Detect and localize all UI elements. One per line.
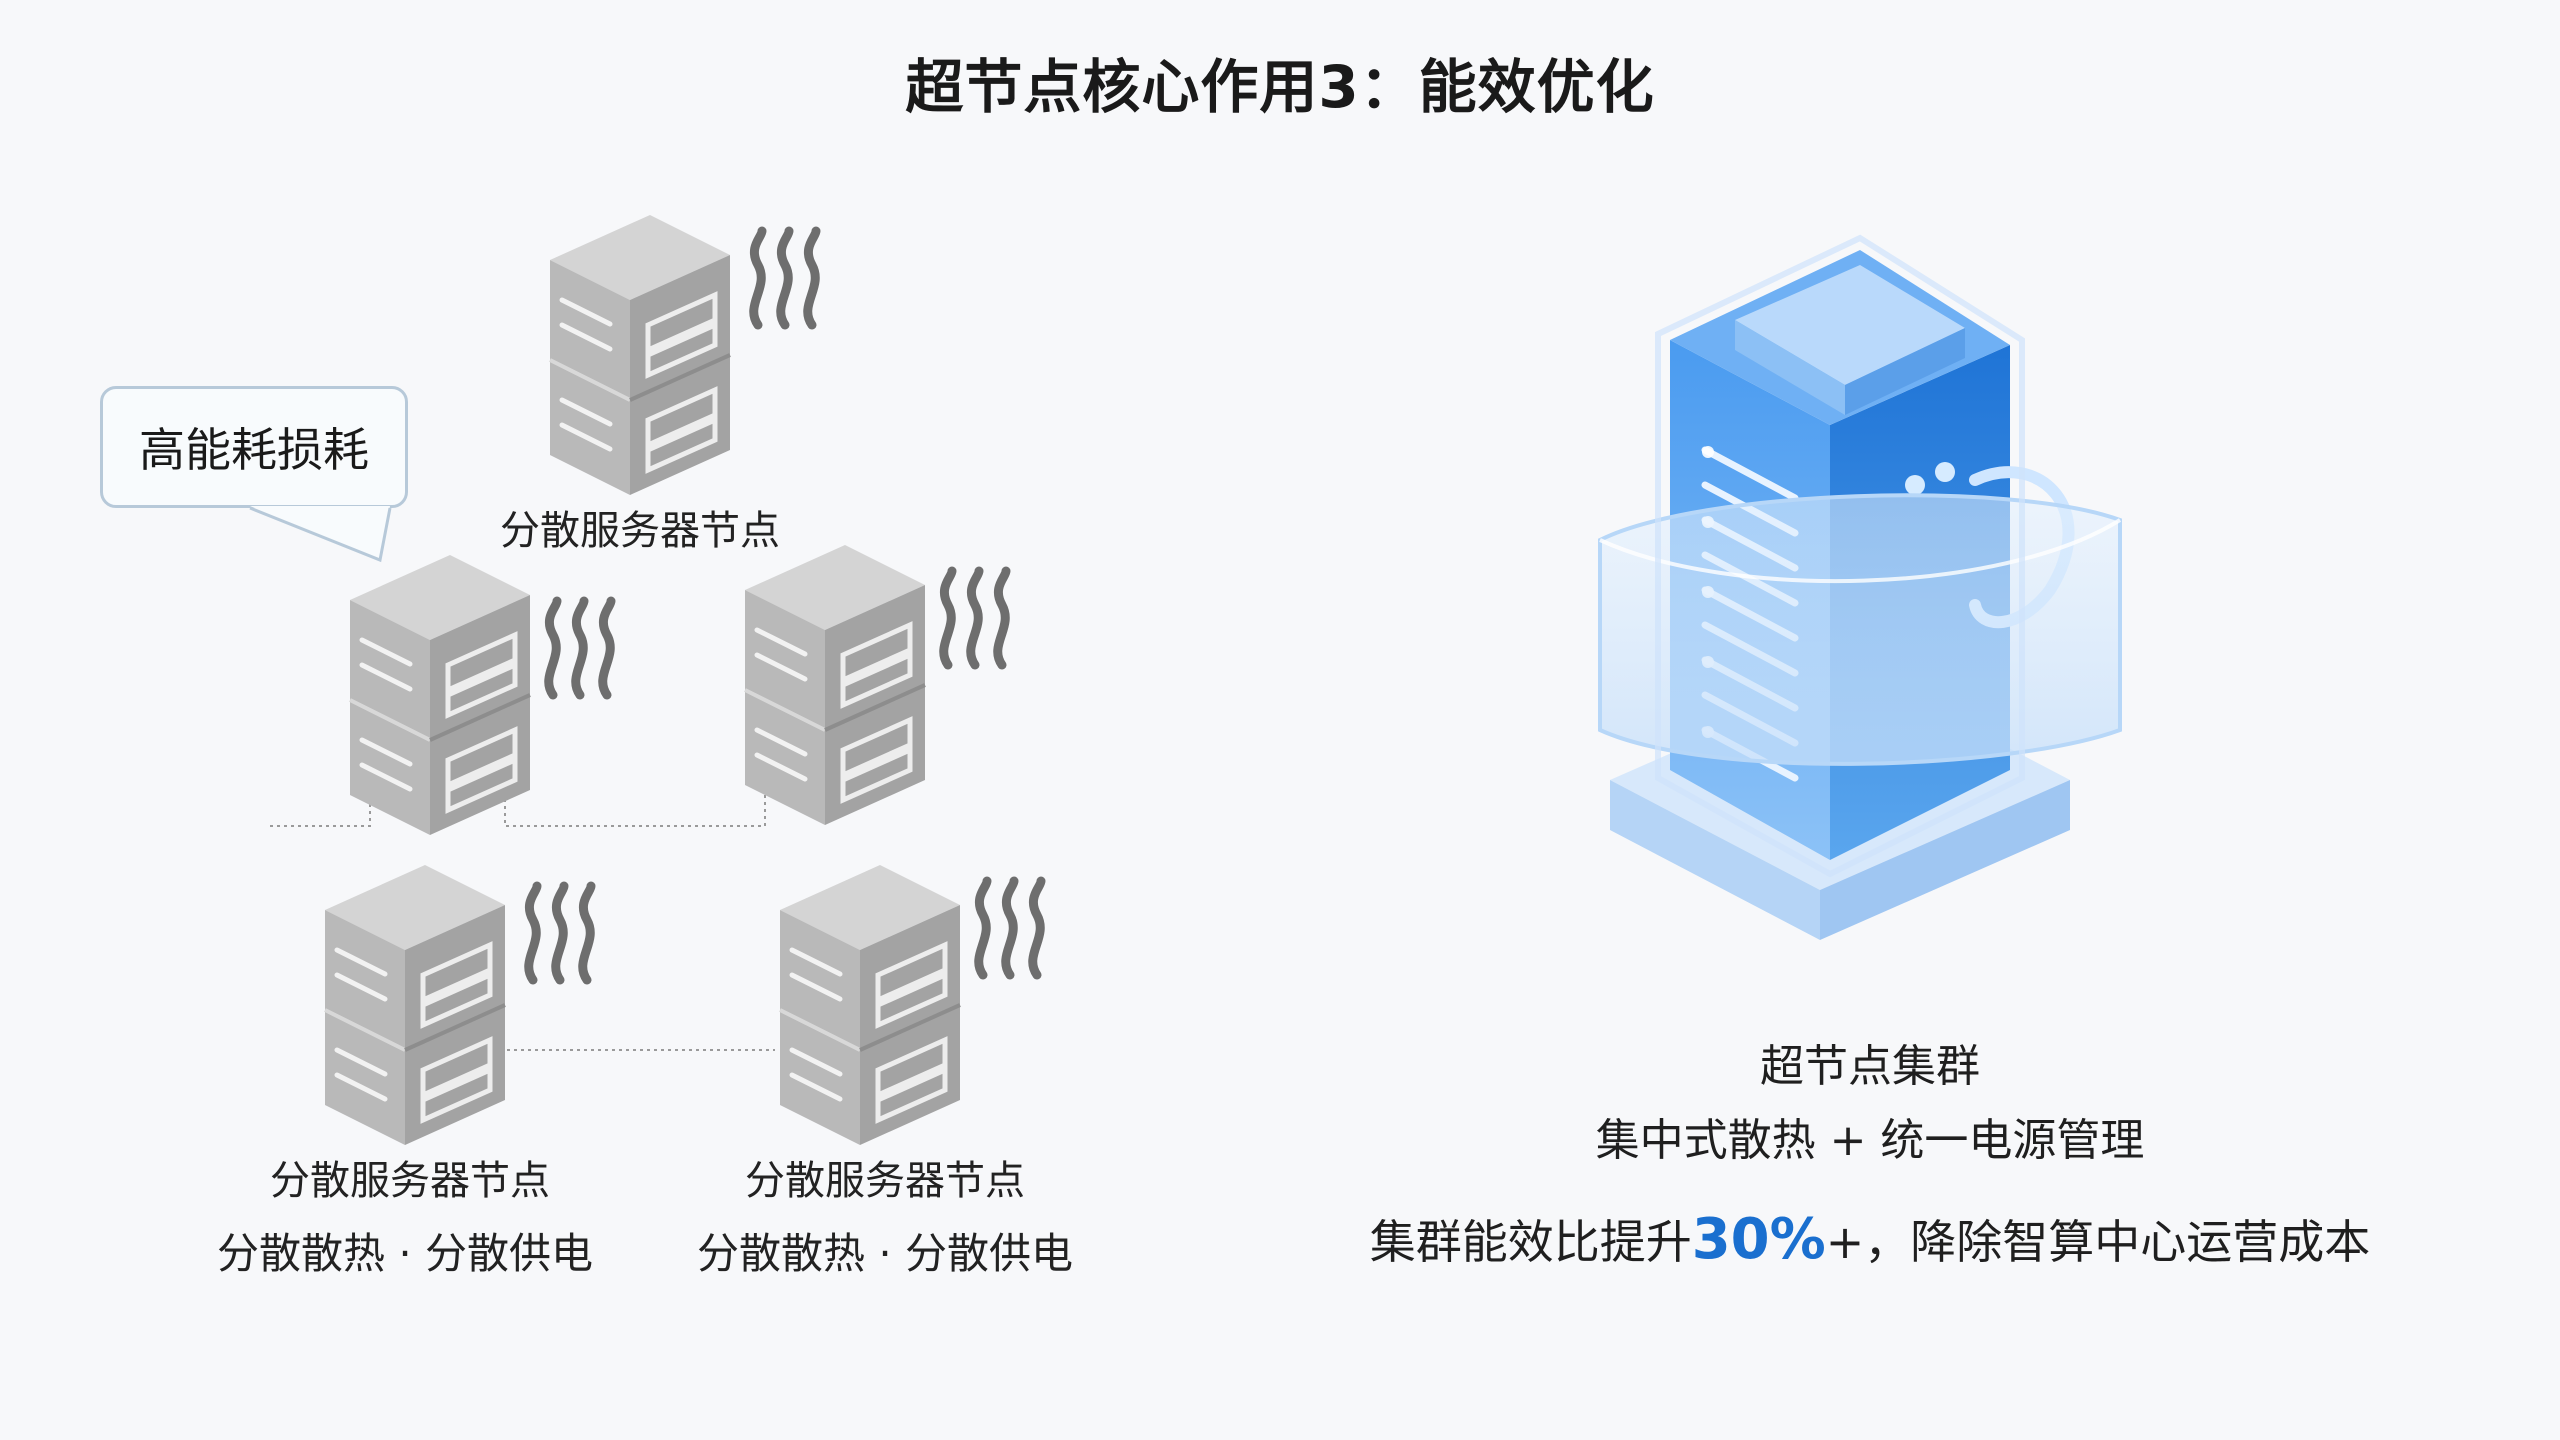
high-energy-loss-callout: 高能耗损耗 (100, 386, 408, 508)
cluster-result: 集群能效比提升30%+，降除智算中心运营成本 (1360, 1206, 2380, 1272)
server-icon (770, 855, 970, 1155)
right-node-subtitle: 分散散热 · 分散供电 (696, 1229, 1074, 1278)
heat-wave-icon (740, 225, 830, 335)
result-prefix: 集群能效比提升 (1369, 1215, 1692, 1269)
top-node-label: 分散服务器节点 (500, 508, 780, 554)
cluster-name: 超节点集群 (1760, 1041, 1980, 1092)
server-cluster-icon (1598, 234, 2122, 940)
heat-wave-icon (965, 875, 1055, 985)
cluster-features: 集中式散热 + 统一电源管理 (1595, 1115, 2145, 1166)
server-icon (340, 545, 540, 845)
server-icon (735, 535, 935, 835)
server-icon (540, 205, 740, 505)
page-title: 超节点核心作用3：能效优化 (905, 53, 1655, 121)
heat-wave-icon (535, 595, 625, 705)
result-suffix: +，降除智算中心运营成本 (1825, 1215, 2371, 1269)
right-node-label: 分散服务器节点 (745, 1158, 1025, 1204)
speech-bubble-tail (249, 506, 392, 563)
left-node-subtitle: 分散散热 · 分散供电 (216, 1229, 594, 1278)
left-node-label: 分散服务器节点 (270, 1158, 550, 1204)
heat-wave-icon (515, 880, 605, 990)
heat-wave-icon (930, 565, 1020, 675)
result-percentage: 30% (1691, 1207, 1826, 1272)
server-icon (315, 855, 515, 1155)
